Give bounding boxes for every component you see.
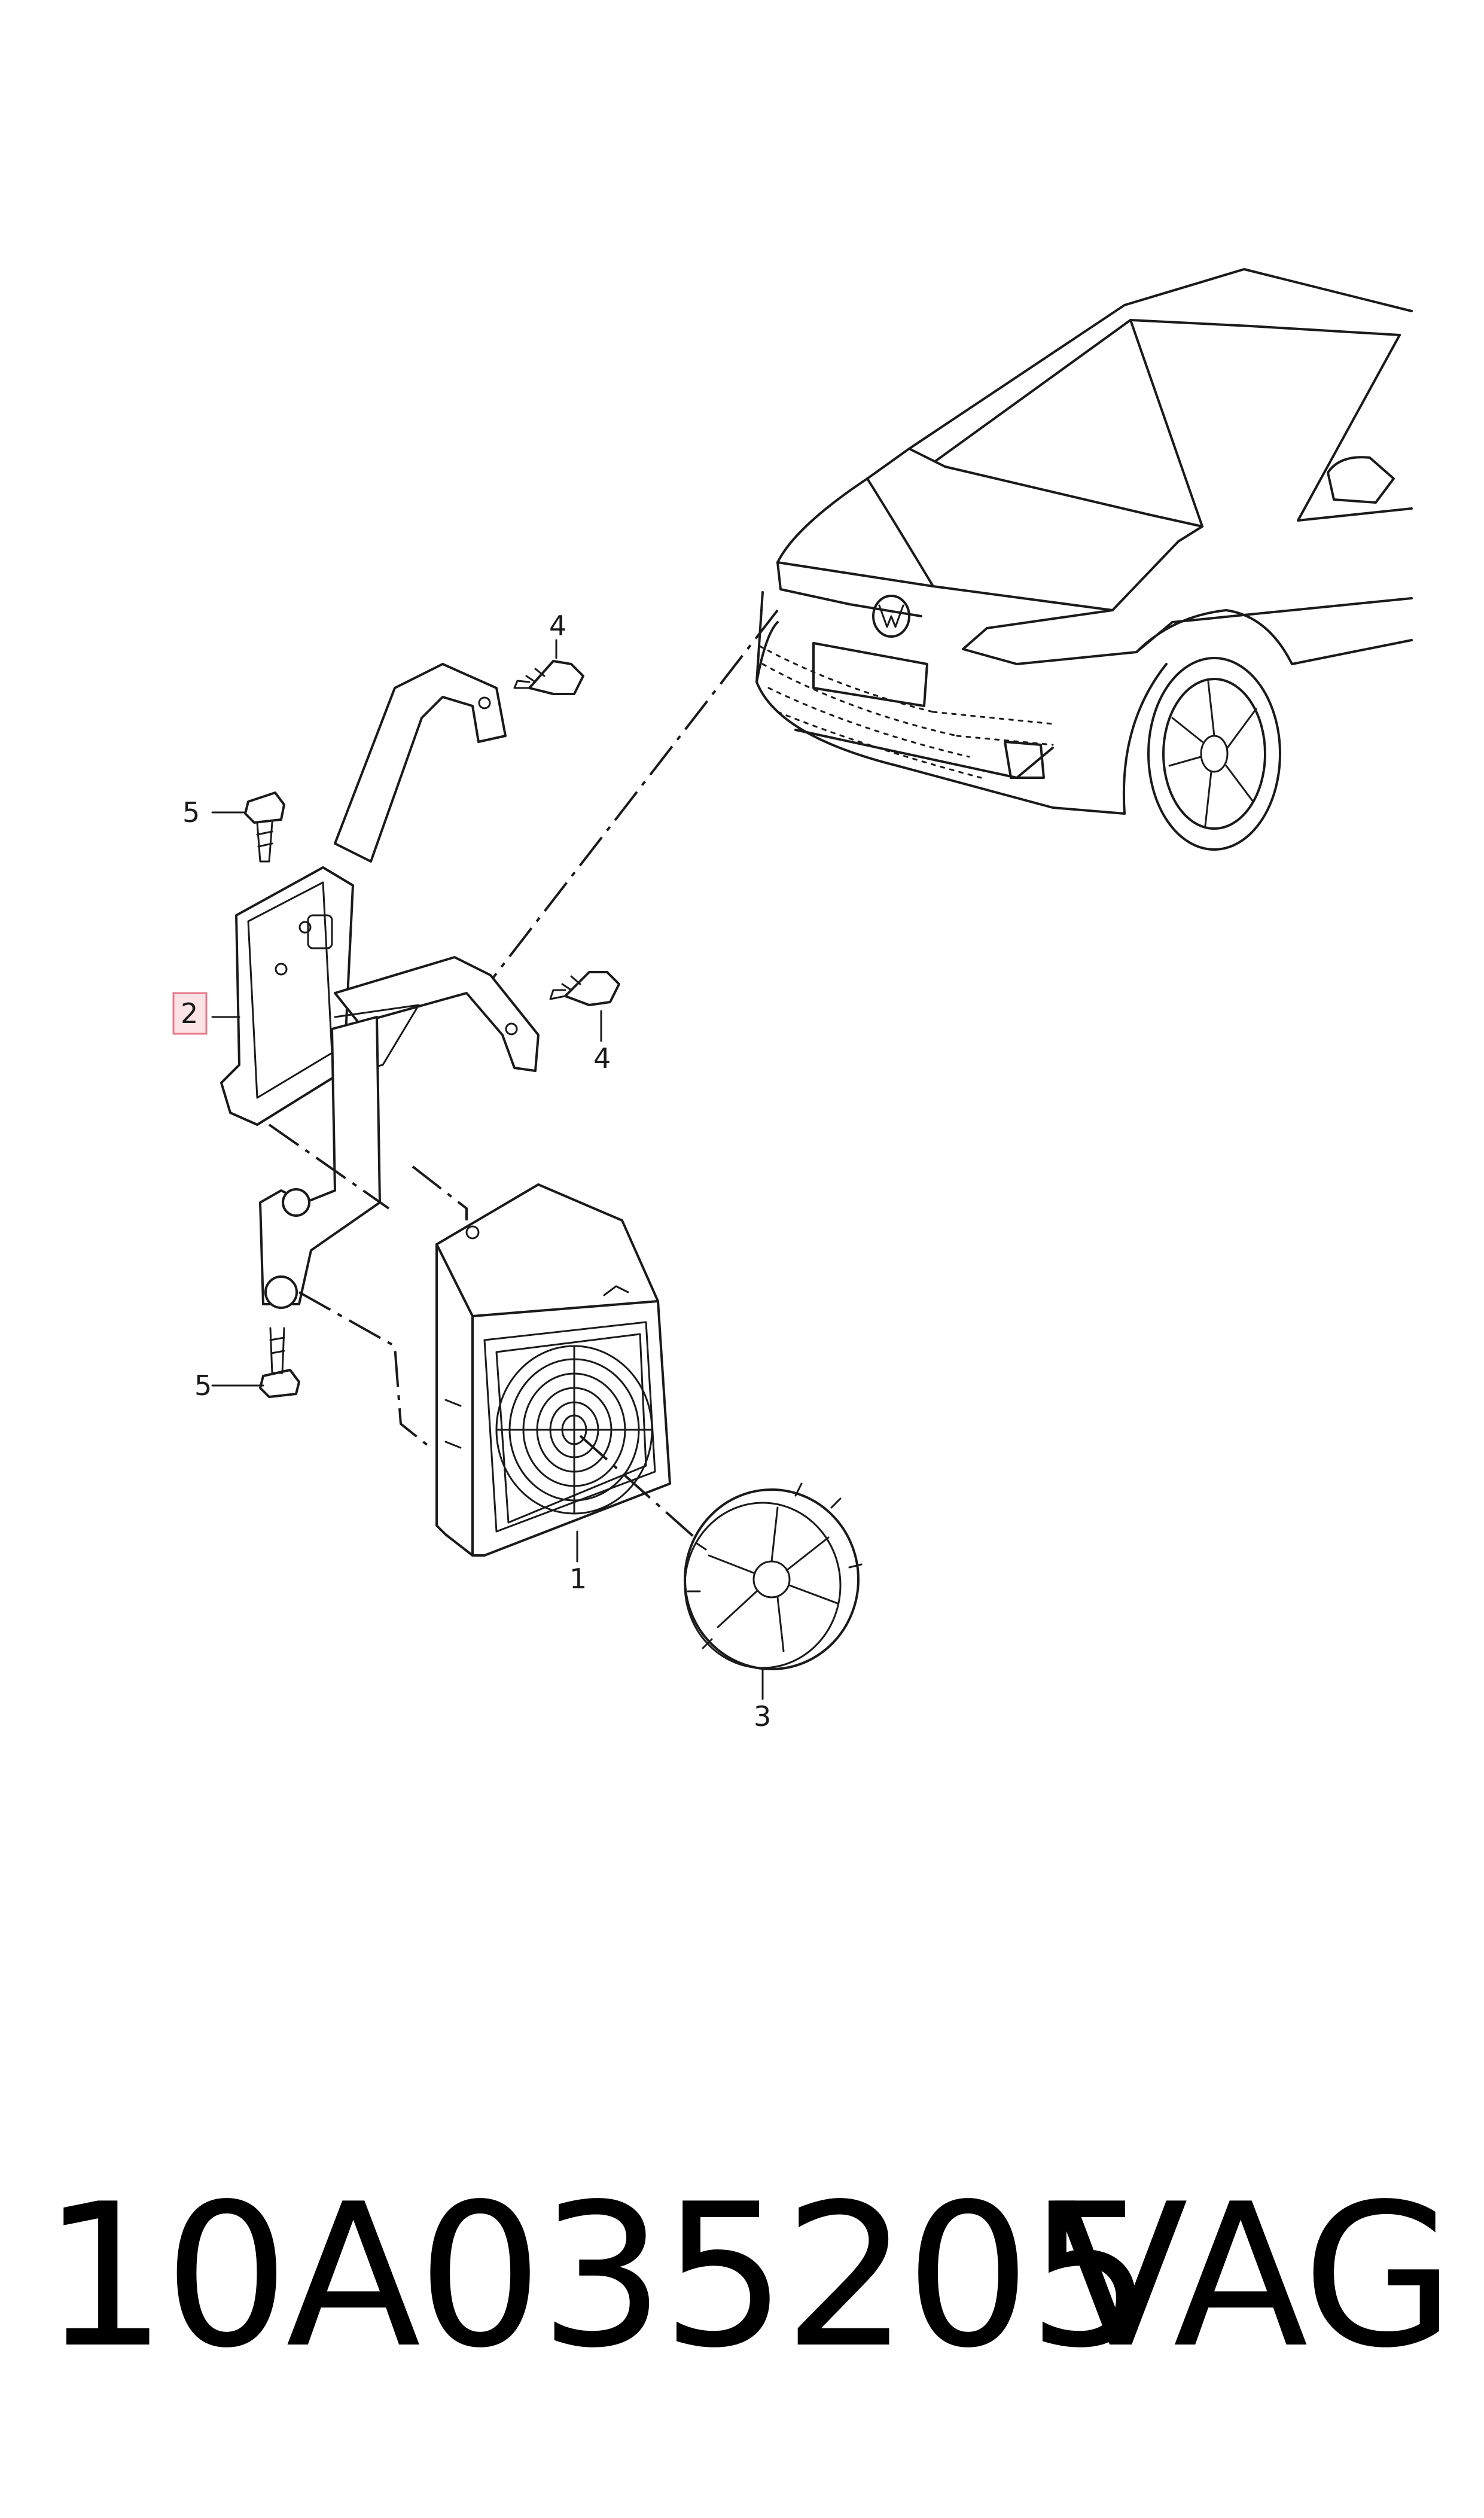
callout-leaders	[211, 639, 764, 1700]
speaker-unit	[435, 1183, 671, 1557]
vehicle-illustration	[755, 268, 1413, 851]
callout-4-top[interactable]: 4	[549, 610, 566, 642]
callout-2-highlight	[172, 992, 208, 1035]
bracket-part	[220, 663, 540, 1309]
part-number-label: 10A035205	[42, 2161, 1153, 2391]
screw-5-bottom	[259, 1327, 300, 1398]
callout-5-bottom[interactable]: 5	[194, 1369, 212, 1402]
leader-line-bracket-2	[412, 1165, 468, 1220]
leader-line-vehicle	[489, 609, 779, 982]
screw-4-top	[513, 660, 584, 695]
leader-line-bracket-1	[268, 1123, 390, 1210]
brand-label: VAG	[1053, 2161, 1455, 2391]
cover-cap	[684, 1482, 863, 1670]
leader-line-bracket-3	[298, 1291, 432, 1449]
callout-5-top[interactable]: 5	[182, 796, 200, 829]
screw-4-bottom	[549, 971, 620, 1006]
callout-3[interactable]: 3	[754, 1700, 771, 1733]
callout-2[interactable]: 2	[181, 997, 198, 1030]
callout-1[interactable]: 1	[569, 1563, 587, 1595]
parts-diagram: 4 4 5 5 2 1 3	[172, 268, 1413, 1733]
screw-5-top	[244, 791, 285, 863]
callout-4-bottom[interactable]: 4	[593, 1042, 611, 1074]
